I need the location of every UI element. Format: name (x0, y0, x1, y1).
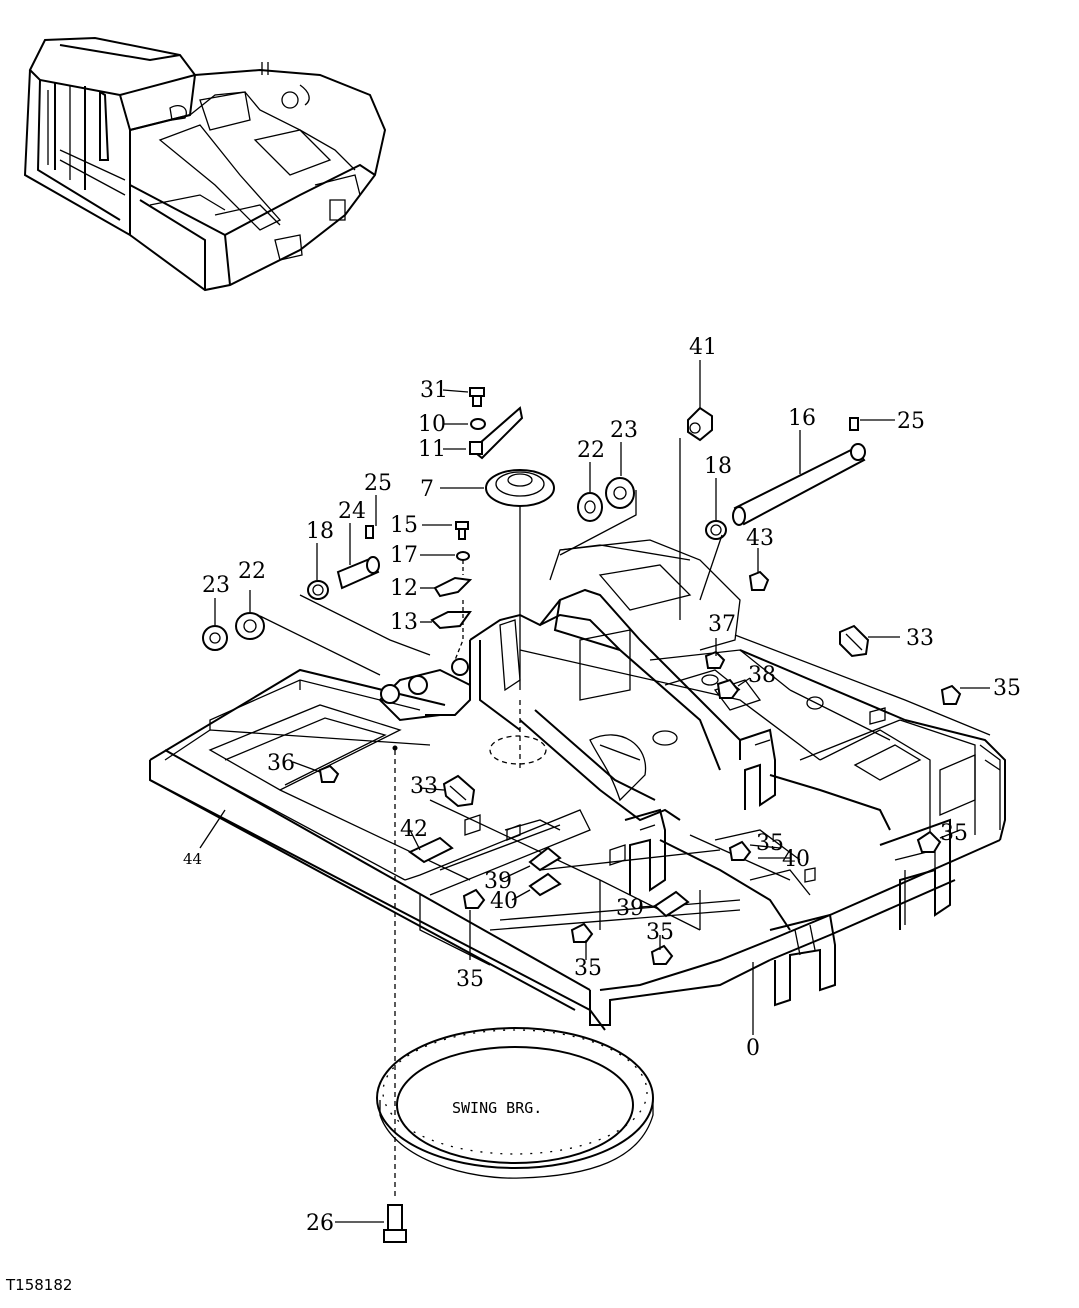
swing-bearing: SWING BRG. (376, 1027, 654, 1179)
callout-23-left: 23 (202, 573, 230, 598)
part-18-left-bushing (307, 580, 329, 600)
callout-35-far-right: 35 (993, 676, 1021, 701)
part-11-clip (469, 406, 524, 460)
callout-10: 10 (418, 412, 446, 437)
part-42-mount (408, 836, 454, 864)
callout-22-right: 22 (577, 438, 605, 463)
callout-16: 16 (788, 406, 816, 431)
callout-35-lower-right: 35 (646, 920, 674, 945)
part-23-left-washer (202, 625, 228, 651)
part-23-right-washer (605, 477, 635, 509)
callout-40-right: 40 (782, 847, 810, 872)
callout-39-left: 39 (484, 869, 512, 894)
callout-38: 38 (748, 663, 776, 688)
part-43-nut (748, 570, 770, 591)
callout-35-lower-center: 35 (574, 956, 602, 981)
part-24-pin (336, 556, 380, 590)
part-39-mount-b (653, 890, 690, 918)
part-12-plate (433, 576, 473, 598)
callout-40-left: 40 (490, 889, 518, 914)
callout-35-lower-left: 35 (456, 967, 484, 992)
part-13-plate (430, 611, 472, 630)
part-26-bolt (383, 1204, 407, 1243)
callout-13: 13 (390, 610, 418, 635)
leader-lines (199, 360, 990, 1223)
part-25-right-pin (849, 417, 859, 431)
part-33-mount-right (839, 624, 870, 658)
part-16-pin (732, 443, 866, 526)
callout-33-left: 33 (410, 774, 438, 799)
part-22-left-washer (235, 612, 265, 640)
callout-35-right: 35 (940, 821, 968, 846)
callout-22-left: 22 (238, 559, 266, 584)
callout-17: 17 (390, 543, 418, 568)
callout-26: 26 (306, 1211, 334, 1236)
figure-id: T158182 (5, 1276, 72, 1294)
callout-0: 0 (746, 1036, 760, 1061)
part-33-mount-left (442, 774, 476, 808)
part-35-nuts (462, 684, 962, 965)
part-25-left-pin (365, 525, 374, 539)
part-10-washer (470, 418, 486, 430)
callout-25-right: 25 (897, 409, 925, 434)
callout-31: 31 (420, 378, 448, 403)
part-38-nut (716, 678, 740, 699)
part-22-right-washer (577, 492, 603, 522)
callout-7: 7 (420, 477, 434, 502)
callout-33-right: 33 (906, 626, 934, 651)
callout-43: 43 (746, 526, 774, 551)
part-18-right-bushing (705, 520, 727, 540)
callout-23-right: 23 (610, 418, 638, 443)
callout-11: 11 (418, 437, 446, 462)
callout-18-left: 18 (306, 519, 334, 544)
part-17-washer (456, 551, 470, 561)
part-41-bushing (679, 406, 713, 620)
part-15-bolt (455, 521, 469, 540)
callout-12: 12 (390, 576, 418, 601)
exploded-parts (202, 387, 962, 1200)
callout-37: 37 (708, 612, 736, 637)
main-frame (149, 539, 1006, 1031)
part-39-mount-a (528, 846, 562, 872)
part-37-nut (704, 650, 726, 669)
swing-bearing-label: SWING BRG. (452, 1099, 542, 1117)
part-7-grommet (485, 469, 555, 507)
callout-35-center: 35 (756, 831, 784, 856)
callout-39-center: 39 (616, 896, 644, 921)
machine-locator-sketch (23, 36, 387, 292)
callout-15: 15 (390, 513, 418, 538)
callout-labels: 31 10 11 7 15 17 12 13 18 24 25 23 22 22… (183, 335, 1021, 1236)
part-36-nut (318, 764, 340, 783)
callout-18-right: 18 (704, 454, 732, 479)
callout-44: 44 (183, 850, 202, 868)
callout-25-left: 25 (364, 471, 392, 496)
callout-41: 41 (689, 335, 717, 360)
part-40-mount-a (528, 872, 562, 897)
callout-36: 36 (267, 751, 295, 776)
callout-42: 42 (400, 817, 428, 842)
callout-24: 24 (338, 499, 366, 524)
part-31-bolt (469, 387, 485, 407)
